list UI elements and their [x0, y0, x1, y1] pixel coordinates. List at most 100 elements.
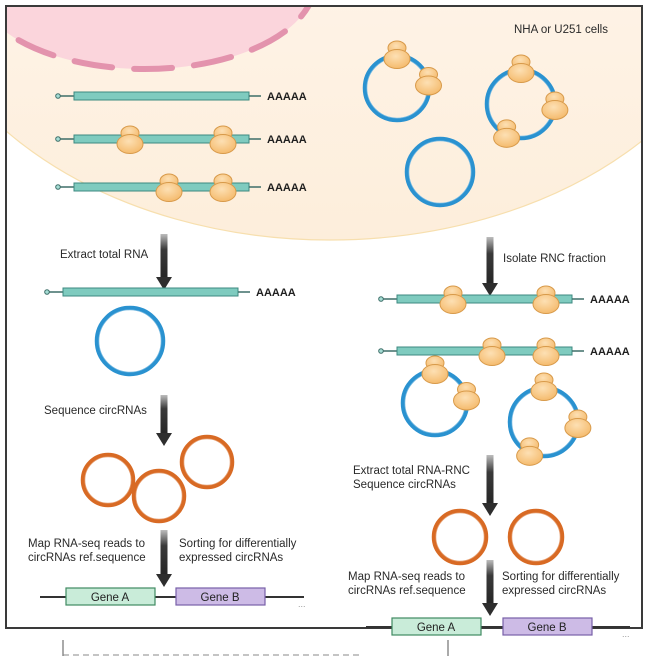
- process-arrow: [482, 237, 498, 296]
- step-sorting-right-line2: expressed circRNAs: [502, 585, 606, 597]
- circrna-ring: [404, 136, 476, 208]
- circrna-ring: [179, 434, 235, 490]
- circrna-highlight: [435, 512, 485, 562]
- gene-track-right: Gene A Gene B ...: [366, 617, 630, 639]
- nuclear-envelope: [7, 7, 312, 72]
- step-sequence-circrnas-left: Sequence circRNAs: [44, 405, 147, 417]
- circrna-highlight: [135, 472, 183, 520]
- process-arrow: [156, 530, 172, 587]
- step-extract-rna-rnc-line2: Sequence circRNAs: [353, 479, 456, 491]
- process-arrow: [156, 395, 172, 446]
- circrna-highlight: [84, 456, 132, 504]
- process-arrow: [482, 560, 498, 616]
- ribosome: [564, 409, 592, 438]
- circrna-highlight: [183, 438, 231, 486]
- sequenced-circrna-2: [179, 434, 235, 490]
- poly-a-tail-label: AAAAA: [590, 346, 630, 358]
- gene-b-box-left: [175, 587, 266, 606]
- ribosome-large-subunit: [516, 445, 544, 466]
- mrna-5prime-cap: [55, 184, 61, 190]
- step-map-reads-right-line2: circRNAs ref.sequence: [348, 585, 466, 597]
- step-sorting-left-line1: Sorting for differentially: [179, 538, 297, 550]
- ribosome: [530, 372, 558, 401]
- poly-a-tail-label: AAAAA: [267, 134, 307, 146]
- process-arrow: [482, 455, 498, 516]
- ribosome: [439, 285, 467, 314]
- mrna-5prime-cap: [378, 348, 384, 354]
- ribosome-large-subunit: [383, 49, 411, 69]
- circrna-with-ribosomes-2: [484, 54, 569, 148]
- arrow-head: [482, 283, 498, 296]
- gene-a-label-left: Gene A: [91, 592, 130, 604]
- circrna-highlight: [511, 512, 561, 562]
- rnc-mrna-1: AAAAA: [378, 285, 630, 314]
- step-extract-total-rna: Extract total RNA: [60, 249, 149, 261]
- ribosome: [209, 173, 237, 202]
- arrow-shaft: [486, 455, 494, 504]
- gene-track-left: Gene A Gene B ...: [40, 587, 306, 609]
- circrna-highlight: [408, 140, 472, 204]
- step-map-reads-left-line1: Map RNA-seq reads to: [28, 538, 145, 550]
- mrna-translating-2: AAAAA: [55, 173, 307, 202]
- sequenced-circrna-3: [131, 468, 187, 524]
- ribosome-large-subunit: [209, 182, 237, 202]
- ribosome: [532, 337, 560, 366]
- sequenced-circrna-1: [80, 452, 136, 508]
- rnc-sequenced-circrna-2: [507, 508, 565, 566]
- arrow-shaft: [160, 395, 168, 434]
- arrow-shaft: [486, 237, 494, 284]
- circrna-free: [404, 136, 476, 208]
- circrna-highlight: [98, 309, 162, 373]
- ribosome: [116, 125, 144, 154]
- gene-b-box-right: [502, 617, 593, 636]
- circrna-ring: [94, 305, 166, 377]
- ellipsis-right: ...: [622, 629, 630, 639]
- step-isolate-rnc: Isolate RNC fraction: [503, 253, 606, 265]
- step-sorting-right-line1: Sorting for differentially: [502, 571, 620, 583]
- ribosome-large-subunit: [532, 294, 560, 314]
- cell-type-label: NHA or U251 cells: [514, 24, 608, 36]
- ribosome-large-subunit: [155, 182, 183, 202]
- ribosome: [478, 337, 506, 366]
- ribosome-large-subunit: [564, 417, 592, 438]
- poly-a-tail-label: AAAAA: [267, 182, 307, 194]
- ribosome: [453, 381, 481, 411]
- arrow-head: [482, 603, 498, 616]
- arrow-head: [482, 503, 498, 516]
- mrna-5prime-cap: [55, 136, 61, 142]
- ribosome: [541, 91, 569, 120]
- ribosome-large-subunit: [532, 346, 560, 366]
- ribosome: [516, 437, 544, 466]
- mrna-body: [62, 287, 239, 297]
- step-map-reads-right-line1: Map RNA-seq reads to: [348, 571, 465, 583]
- mrna-free: AAAAA: [55, 91, 307, 103]
- ribosome-large-subunit: [478, 346, 506, 366]
- circrna-ring: [431, 508, 489, 566]
- ribosome-large-subunit: [530, 381, 558, 401]
- ribosome: [507, 54, 535, 83]
- rnc-sequenced-circrna-1: [431, 508, 489, 566]
- mrna-body: [73, 91, 250, 101]
- poly-a-tail-label: AAAAA: [267, 91, 307, 103]
- ribosome: [383, 40, 411, 69]
- mrna-5prime-cap: [378, 296, 384, 302]
- circrna-ring: [80, 452, 136, 508]
- mrna-5prime-cap: [44, 289, 50, 295]
- step-sorting-left-line2: expressed circRNAs: [179, 552, 283, 564]
- arrow-head: [156, 433, 172, 446]
- rnc-circrna-1: [400, 355, 481, 438]
- mrna-5prime-cap: [55, 93, 61, 99]
- rnc-circrna-2: [507, 372, 592, 466]
- extracted-circrna: [94, 305, 166, 377]
- ribosome-large-subunit: [453, 390, 481, 411]
- circrna-with-ribosomes-1: [362, 40, 443, 123]
- arrow-head: [156, 574, 172, 587]
- process-arrow: [156, 234, 172, 290]
- circrna-ring: [131, 468, 187, 524]
- extracted-mrna: AAAAA: [44, 287, 296, 299]
- arrow-head: [156, 277, 172, 290]
- arrow-shaft: [486, 560, 494, 604]
- ribosome-large-subunit: [116, 134, 144, 154]
- ribosome: [532, 285, 560, 314]
- ribosome-large-subunit: [209, 134, 237, 154]
